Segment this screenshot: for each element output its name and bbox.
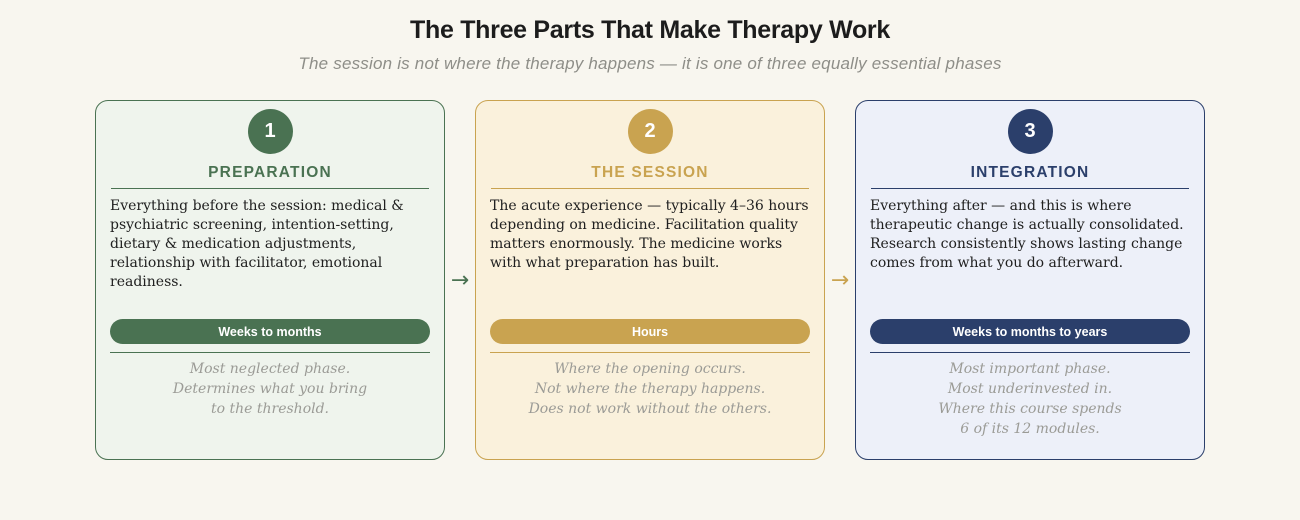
badge-divider [490,352,810,353]
footer-line: to the threshold. [210,401,330,417]
card-preparation: 1 PREPARATION Everything before the sess… [95,100,445,460]
step-number-badge: 3 [1007,109,1053,154]
footer-line: Most neglected phase. [189,361,351,377]
card-title: INTEGRATION [970,164,1090,181]
card-description: Everything before the session: medical &… [110,198,404,290]
step-number-badge: 1 [247,109,293,154]
title-divider [111,188,429,189]
card-title: THE SESSION [591,164,709,181]
footer-line: Where this course spends [938,401,1122,417]
page-subtitle: The session is not where the therapy hap… [298,54,1002,73]
footer-line: Not where the therapy happens. [534,381,766,397]
page-title: The Three Parts That Make Therapy Work [410,16,890,44]
badge-divider [110,352,430,353]
title-divider [871,188,1189,189]
step-number-badge: 2 [627,109,673,154]
card-description: The acute experience — typically 4–36 ho… [490,198,809,271]
arrow-right-icon: → [450,268,470,293]
footer-line: Most important phase. [949,361,1111,377]
card-session: 2 THE SESSION The acute experience — typ… [475,100,825,460]
footer-line: Does not work without the others. [528,401,772,417]
duration-badge: Weeks to months to years [870,319,1190,344]
duration-badge: Hours [490,319,810,344]
footer-line: Most underinvested in. [947,381,1113,397]
arrow-cell: → [445,100,475,460]
badge-divider [870,352,1190,353]
card-title: PREPARATION [208,164,332,181]
card-integration: 3 INTEGRATION Everything after — and thi… [855,100,1205,460]
footer-line: Where the opening occurs. [554,361,746,377]
phases-row: 1 PREPARATION Everything before the sess… [95,100,1205,460]
footer-line: Determines what you bring [172,381,368,397]
card-footer: Where the opening occurs. Not where the … [476,359,824,419]
arrow-cell: → [825,100,855,460]
title-divider [491,188,809,189]
card-description: Everything after — and this is where the… [870,198,1184,271]
arrow-right-icon: → [830,268,850,293]
duration-badge: Weeks to months [110,319,430,344]
footer-line: 6 of its 12 modules. [960,421,1100,437]
card-footer: Most important phase. Most underinvested… [856,359,1204,439]
card-footer: Most neglected phase. Determines what yo… [96,359,444,419]
